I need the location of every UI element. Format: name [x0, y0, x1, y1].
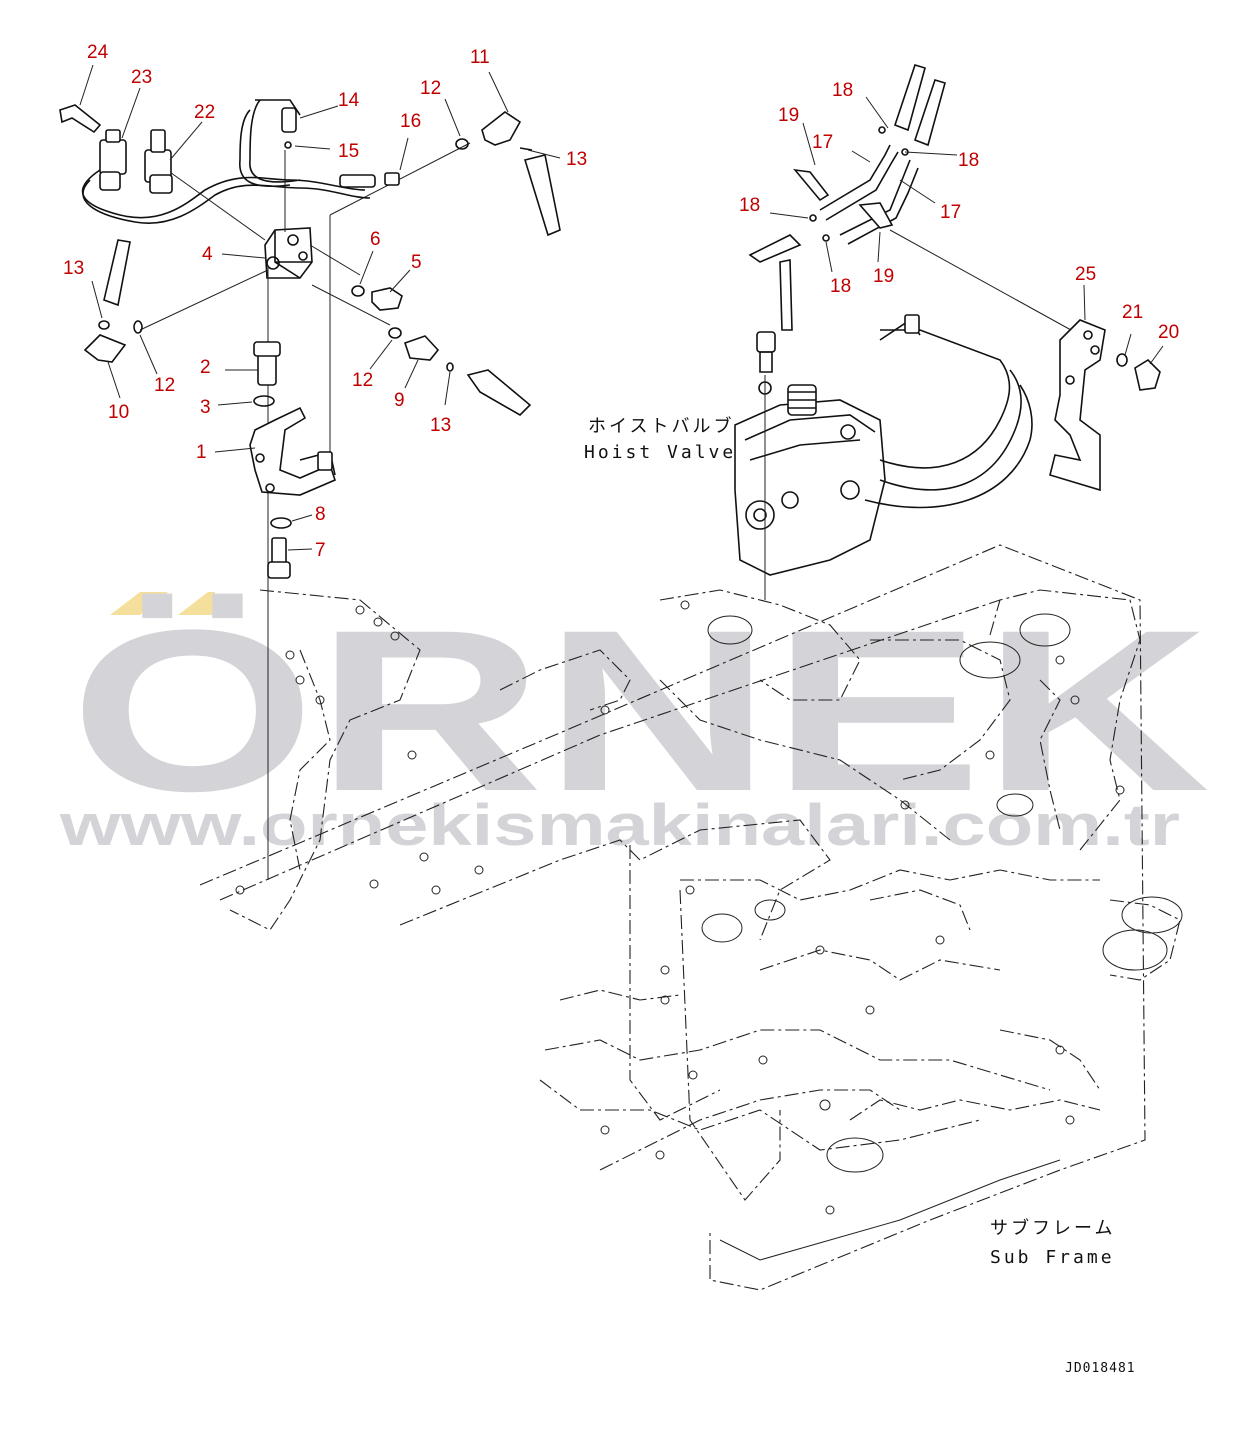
callout-6: 6 [370, 229, 381, 250]
sub-frame-drawing [199, 544, 1183, 1291]
hoist-valve-label-en: Hoist Valve [584, 442, 736, 463]
callout-19b: 19 [873, 266, 894, 287]
callout-13c: 13 [430, 415, 451, 436]
callout-7: 7 [315, 540, 326, 561]
callout-18c: 18 [739, 195, 760, 216]
callout-4: 4 [202, 244, 213, 265]
callout-12b: 12 [154, 375, 175, 396]
callout-1: 1 [196, 442, 207, 463]
callout-5: 5 [411, 252, 422, 273]
callout-12c: 12 [352, 370, 373, 391]
callout-10: 10 [108, 402, 129, 423]
sub-frame-label-jp: サブフレーム [990, 1217, 1115, 1239]
left-fittings [83, 111, 561, 416]
watermark-url: www.ornekismakinalari.com.tr [59, 793, 1180, 858]
leader-lines [79, 64, 1164, 551]
callout-3: 3 [200, 397, 211, 418]
callout-18b: 18 [958, 150, 979, 171]
drawing-code: JD018481 [1065, 1361, 1136, 1376]
hose-assembly [748, 64, 1161, 492]
callout-24: 24 [87, 42, 109, 63]
callout-13b: 13 [63, 258, 84, 279]
callout-15: 15 [338, 141, 359, 162]
callout-12: 12 [420, 78, 441, 99]
hoist-valve-drawing [734, 314, 1033, 600]
callout-17a: 17 [812, 132, 833, 153]
callout-22: 22 [194, 102, 215, 123]
text-labels: ホイストバルブ Hoist Valve サブフレーム Sub Frame JD0… [584, 415, 1136, 1376]
callout-14: 14 [338, 90, 360, 111]
callout-2: 2 [200, 357, 211, 378]
valve-block-assembly [59, 99, 471, 880]
hoist-valve-label-jp: ホイストバルブ [588, 415, 734, 437]
callout-18d: 18 [830, 276, 851, 297]
watermark-accent-right [178, 592, 215, 615]
callout-11: 11 [470, 47, 490, 68]
sub-frame-label-en: Sub Frame [990, 1247, 1115, 1268]
callout-16: 16 [400, 111, 421, 132]
callout-21: 21 [1122, 302, 1143, 323]
watermark-accent-left [110, 592, 168, 615]
callout-9: 9 [394, 390, 405, 411]
callout-13a: 13 [566, 149, 587, 170]
callouts: 24 23 22 14 15 12 11 16 13 4 6 5 13 12 2… [63, 42, 1179, 561]
callout-17b: 17 [940, 202, 961, 223]
callout-8: 8 [315, 504, 326, 525]
callout-18a: 18 [832, 80, 853, 101]
callout-19a: 19 [778, 105, 799, 126]
watermark: ÖRNEK www.ornekismakinalari.com.tr [59, 582, 1210, 858]
watermark-brand: ÖRNEK [70, 582, 1210, 839]
callout-20: 20 [1158, 322, 1179, 343]
callout-25: 25 [1075, 264, 1096, 285]
callout-23: 23 [131, 67, 152, 88]
